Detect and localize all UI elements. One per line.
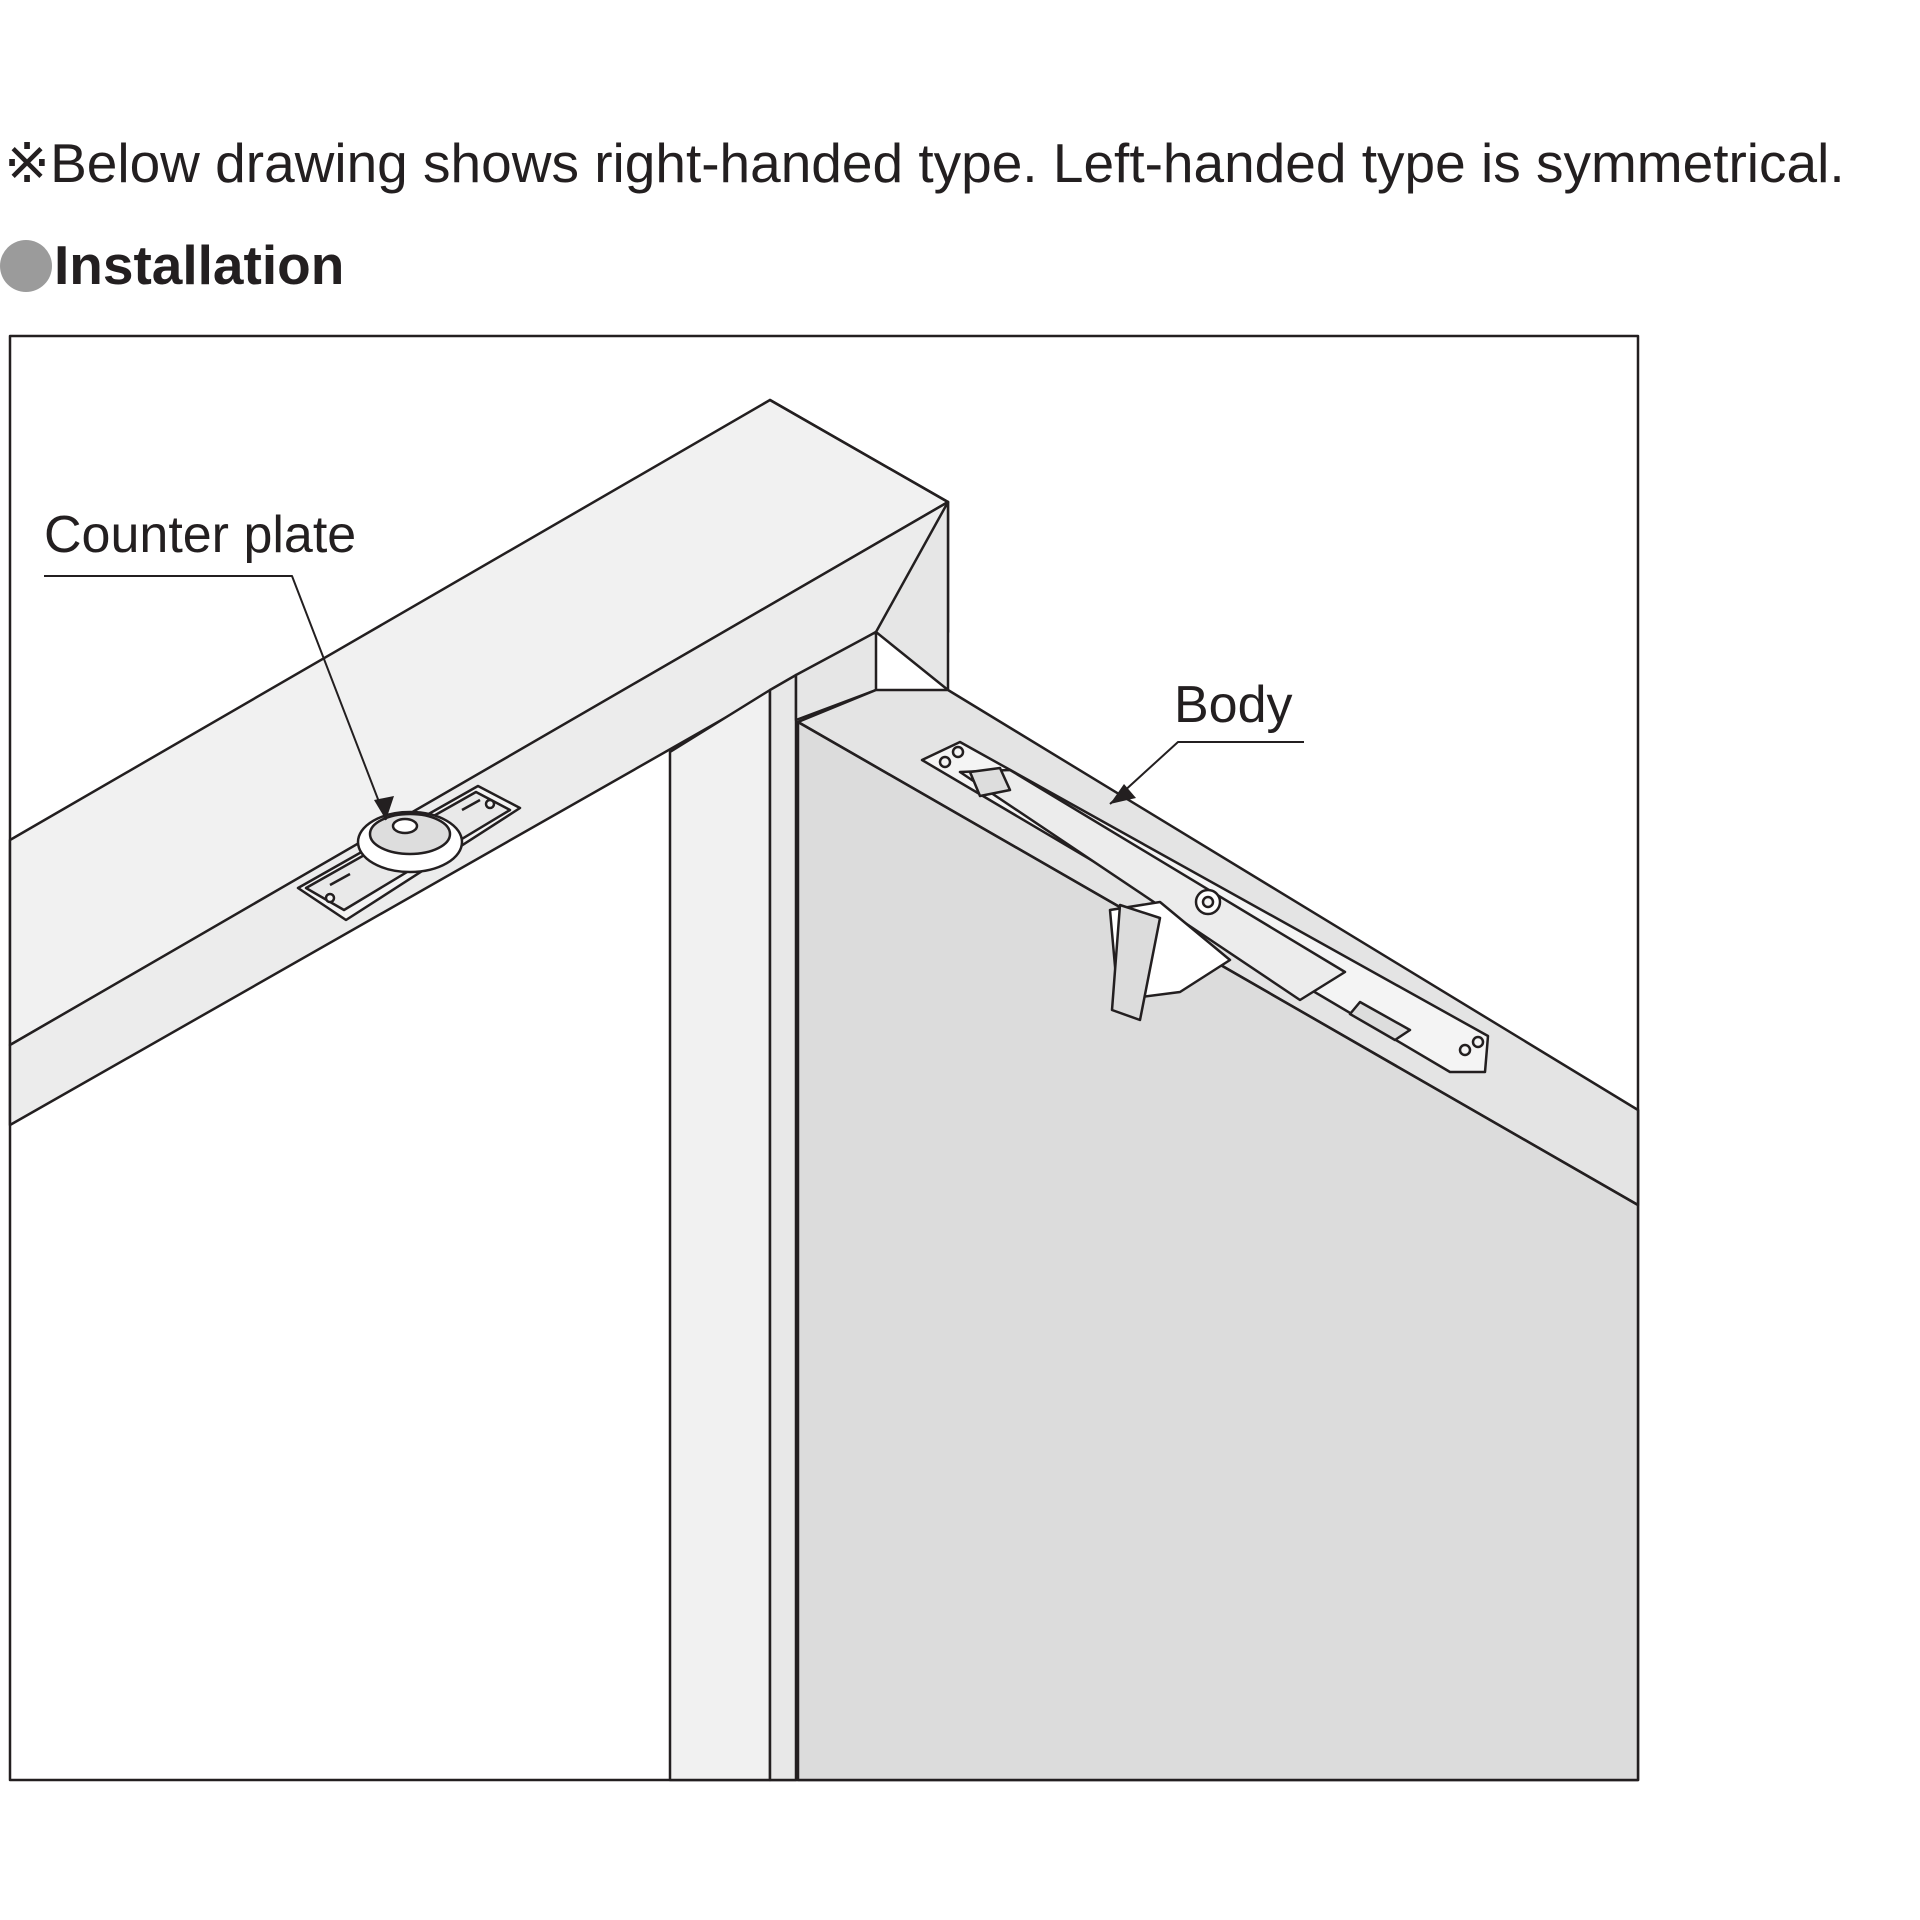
body-arrowhead [1110,784,1136,804]
frame-jamb [668,688,772,1782]
body-leader [1109,741,1304,805]
catch-body [920,740,1490,1074]
frame-jamb-inner [768,673,798,1782]
body-label: Body [1174,676,1293,734]
counter-plate [296,784,522,922]
counter-plate-leader [44,575,387,821]
section-heading: Installation [0,238,344,293]
frame-header-end [874,500,950,692]
drawing-note: ※Below drawing shows right-handed type. … [4,132,1845,194]
section-heading-text: Installation [54,234,345,296]
bullet-icon [0,239,52,292]
counter-plate-label: Counter plate [44,506,356,564]
counter-plate-arrowhead [374,796,394,820]
